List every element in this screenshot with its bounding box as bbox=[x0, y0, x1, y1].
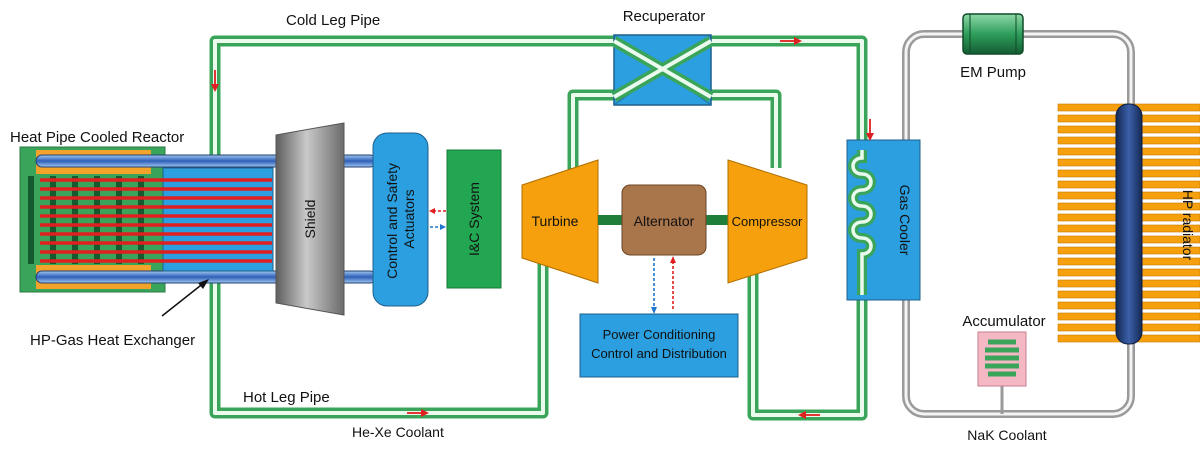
control-safety-actuators: Control and Safety Actuators bbox=[372, 132, 429, 307]
turbine: Turbine bbox=[521, 159, 599, 284]
he-xe-coolant-label: He-Xe Coolant bbox=[352, 424, 444, 440]
actuator-ic-signals bbox=[429, 208, 446, 230]
power-conditioning-label-line1: Power Conditioning bbox=[603, 327, 716, 342]
heat-pipe-cooled-reactor bbox=[19, 146, 377, 293]
hp-radiator-label: HP radiator bbox=[1180, 190, 1196, 261]
gas-cooler-label: Gas Cooler bbox=[897, 185, 913, 256]
heat-pipe-cooled-reactor-label: Heat Pipe Cooled Reactor bbox=[10, 129, 184, 146]
ic-system-label: I&C System bbox=[466, 182, 482, 256]
compressor: Compressor bbox=[727, 159, 808, 284]
ic-system: I&C System bbox=[446, 149, 502, 289]
power-conditioning-label-line2: Control and Distribution bbox=[591, 346, 727, 361]
em-pump bbox=[962, 13, 1024, 55]
reactor-dark-rods bbox=[28, 176, 144, 264]
alternator-power-signals bbox=[651, 256, 676, 314]
hp-gas-heat-exchanger bbox=[40, 167, 274, 272]
svg-text:Control and Safety Actua: Control and Safety Actuators bbox=[384, 159, 417, 279]
diagram-labels: Cold Leg Pipe Recuperator EM Pump Heat P… bbox=[10, 8, 1047, 443]
flow-arrows bbox=[211, 37, 874, 419]
shield: Shield bbox=[275, 122, 345, 316]
cold-leg-pipe-label: Cold Leg Pipe bbox=[286, 12, 380, 29]
hx-pointer-arrow bbox=[161, 279, 209, 317]
hp-gas-heat-exchanger-label: HP-Gas Heat Exchanger bbox=[30, 332, 195, 349]
gas-cooler-coil bbox=[848, 150, 876, 295]
power-conditioning-box: Power Conditioning Control and Distribut… bbox=[579, 313, 739, 378]
alternator-label: Alternator bbox=[634, 213, 695, 229]
recuperator-label: Recuperator bbox=[623, 8, 706, 25]
accumulator-label: Accumulator bbox=[962, 313, 1045, 330]
control-safety-label-line1: Control and Safety bbox=[384, 163, 400, 279]
alternator-shafts bbox=[598, 215, 728, 225]
hot-leg-pipe-label: Hot Leg Pipe bbox=[243, 389, 330, 406]
nak-coolant-label: NaK Coolant bbox=[967, 427, 1046, 443]
turbine-label: Turbine bbox=[532, 213, 579, 229]
em-pump-label: EM Pump bbox=[960, 64, 1026, 81]
compressor-label: Compressor bbox=[732, 214, 803, 229]
accumulator bbox=[977, 331, 1027, 414]
gas-cooler: Gas Cooler bbox=[846, 139, 921, 301]
shield-label: Shield bbox=[302, 200, 318, 239]
alternator: Alternator bbox=[621, 184, 707, 256]
hx-red-tubes bbox=[40, 178, 272, 263]
control-safety-label-line2: Actuators bbox=[401, 189, 417, 248]
hp-radiator: HP radiator bbox=[1057, 103, 1200, 345]
accumulator-bellows bbox=[985, 339, 1019, 377]
recuperator bbox=[611, 34, 714, 106]
